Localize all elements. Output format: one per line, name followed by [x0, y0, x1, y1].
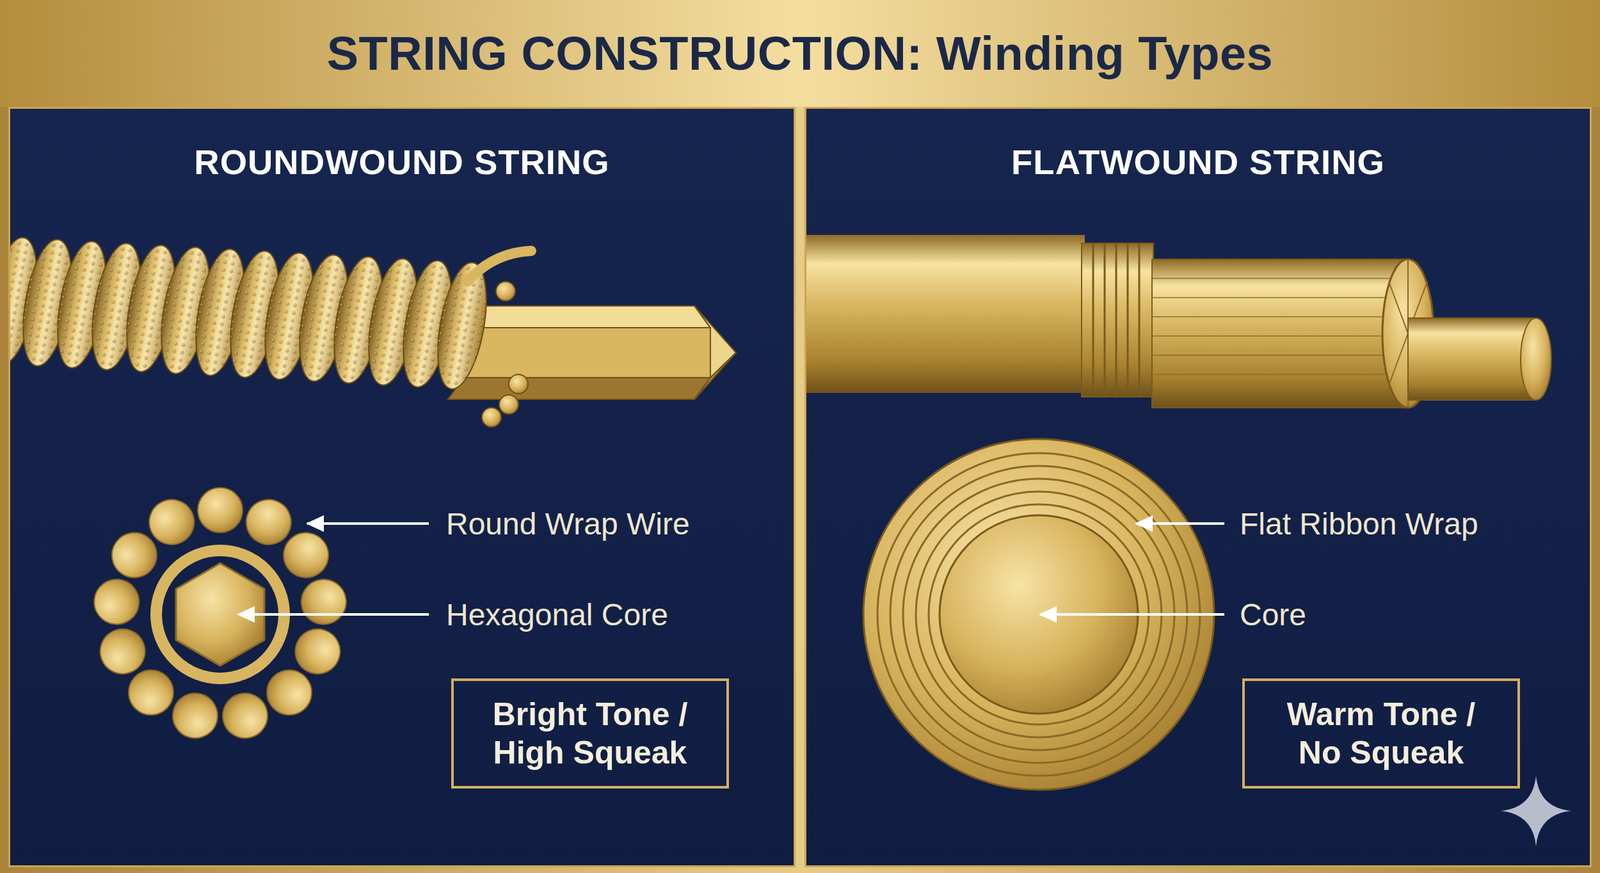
roundwound-string: [8, 234, 736, 427]
tone-box: Warm Tone / No Squeak: [1242, 678, 1520, 789]
coil: [429, 259, 495, 393]
hex-core-face: [448, 305, 711, 328]
string-panel: ROUNDWOUND STRING Bright Tone / High Sque…: [8, 106, 796, 868]
wrap-wire: [274, 524, 337, 587]
wrap-wire: [298, 576, 349, 627]
leader-arrow: [307, 522, 429, 525]
panel-ground: [8, 106, 796, 868]
diagram-title: STRING CONSTRUCTION: Winding Types: [327, 26, 1273, 81]
panel-heading: ROUNDWOUND STRING: [10, 142, 794, 183]
part-label: Core: [1239, 597, 1307, 632]
wire-end: [499, 394, 519, 415]
label-holder: Round Wrap Wire: [446, 506, 690, 542]
leader-arrow: [1136, 522, 1225, 525]
wire-end: [481, 407, 502, 427]
wrap-wire: [197, 487, 243, 533]
ribbon-grooves: [1152, 278, 1408, 394]
wrap-wire: [91, 576, 142, 627]
part-label: Round Wrap Wire: [446, 506, 690, 541]
label-holder: Hexagonal Core: [446, 597, 669, 633]
label-holder: Core: [1239, 597, 1307, 633]
flat-wrap-body: [805, 234, 1085, 393]
tone-text: Bright Tone / High Squeak: [478, 695, 703, 772]
hex-core-end: [694, 352, 736, 400]
wire-end: [467, 250, 532, 282]
hex-core-face: [464, 327, 711, 378]
wrap-wire: [168, 688, 223, 744]
wrap-wire: [218, 688, 273, 744]
tone-box: Bright Tone / High Squeak: [451, 678, 729, 789]
leader-arrow: [1040, 613, 1225, 616]
part-label: Flat Ribbon Wrap: [1239, 506, 1479, 541]
title-bar: STRING CONSTRUCTION: Winding Types: [0, 0, 1600, 107]
title-band: [0, 0, 1600, 107]
round-core-end: [1520, 318, 1552, 400]
wrap-band-lines: [1093, 243, 1140, 397]
panel-heading: FLATWOUND STRING: [806, 142, 1590, 183]
hex-core-face: [448, 377, 711, 400]
label-holder: Flat Ribbon Wrap: [1239, 506, 1479, 542]
wrap-wire: [141, 491, 203, 553]
tone-text: Warm Tone / No Squeak: [1269, 695, 1494, 772]
leader-arrow: [238, 613, 429, 616]
part-label: Hexagonal Core: [446, 597, 669, 632]
wire-end: [508, 374, 528, 394]
hex-core-end: [694, 305, 736, 378]
ribbon-layers: [1152, 259, 1408, 408]
string-panel: FLATWOUND STRING Warm Tone / No Squeak: [804, 106, 1592, 868]
flatwound-string: [805, 234, 1552, 408]
wrap-wire: [93, 622, 152, 681]
panel-ground: [804, 106, 1592, 868]
wrap-bands: [1081, 243, 1154, 397]
round-core: [1408, 318, 1536, 400]
wire-end: [496, 281, 516, 301]
